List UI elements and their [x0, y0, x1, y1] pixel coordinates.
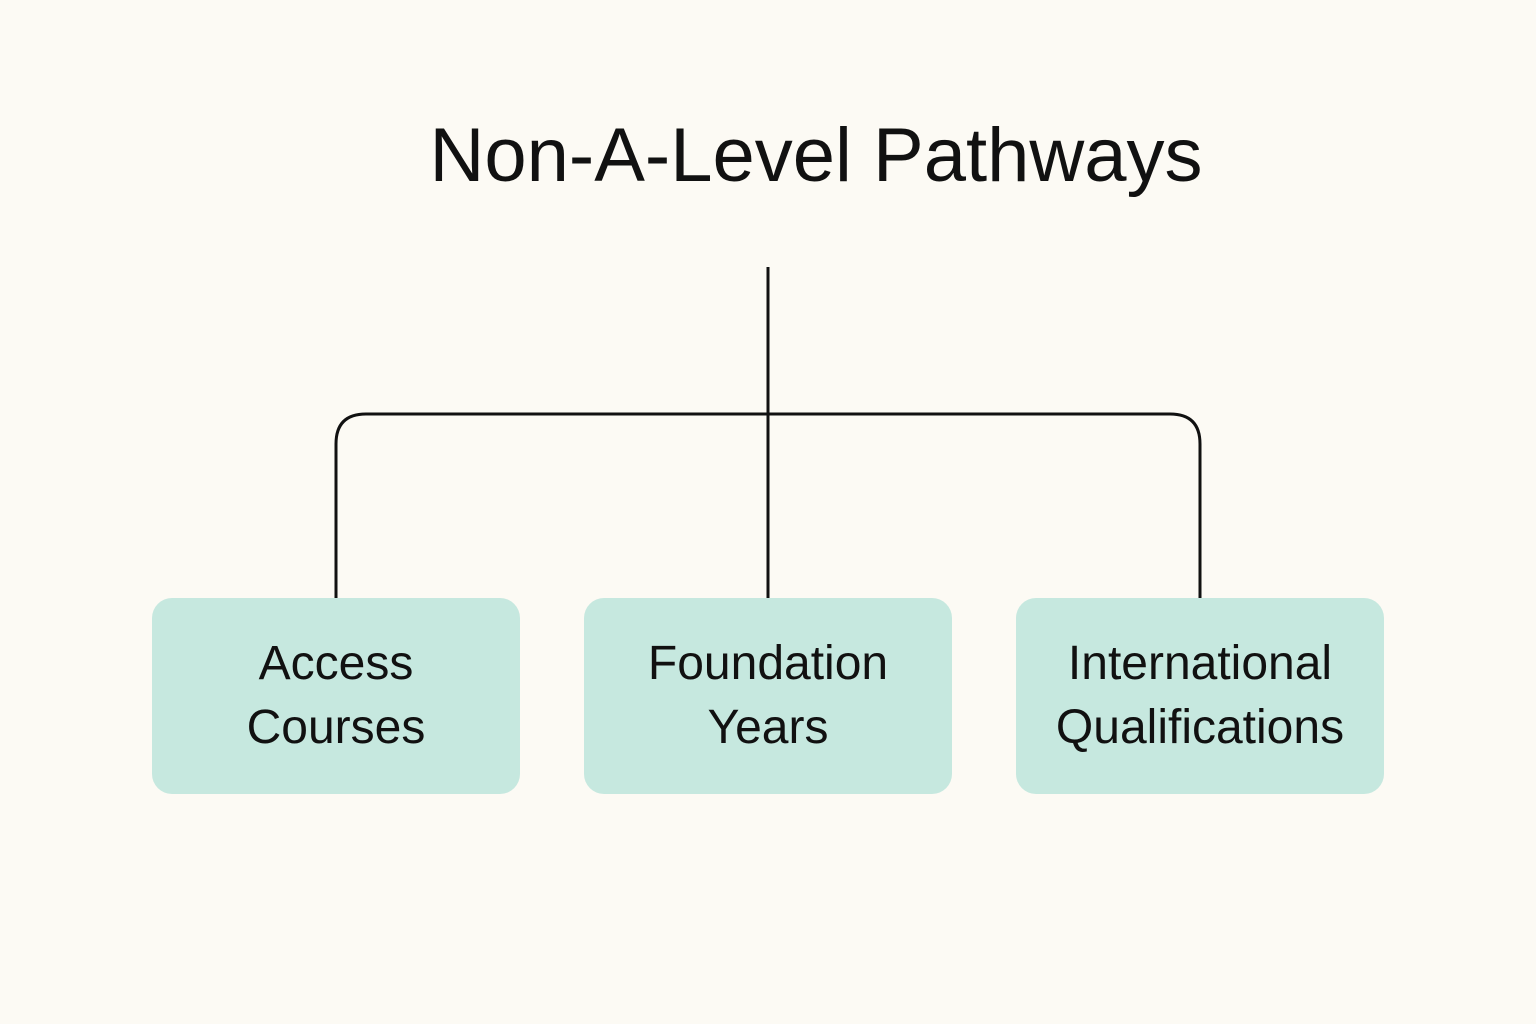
pathway-node-foundation-years: Foundation Years [584, 598, 952, 794]
node-label-line2: Years [707, 701, 829, 754]
branch-connector [334, 412, 1202, 598]
node-label-line1: International [1067, 637, 1333, 690]
node-label-line2: Qualifications [1055, 701, 1345, 754]
pathway-node-access-courses: Access Courses [152, 598, 520, 794]
node-label-line1: Foundation [647, 637, 889, 690]
node-label-line2: Courses [246, 701, 426, 754]
pathway-node-international-qualifications: International Qualifications [1016, 598, 1384, 794]
diagram-title: Non-A-Level Pathways [429, 113, 1203, 198]
node-label-line1: Access [258, 637, 414, 690]
